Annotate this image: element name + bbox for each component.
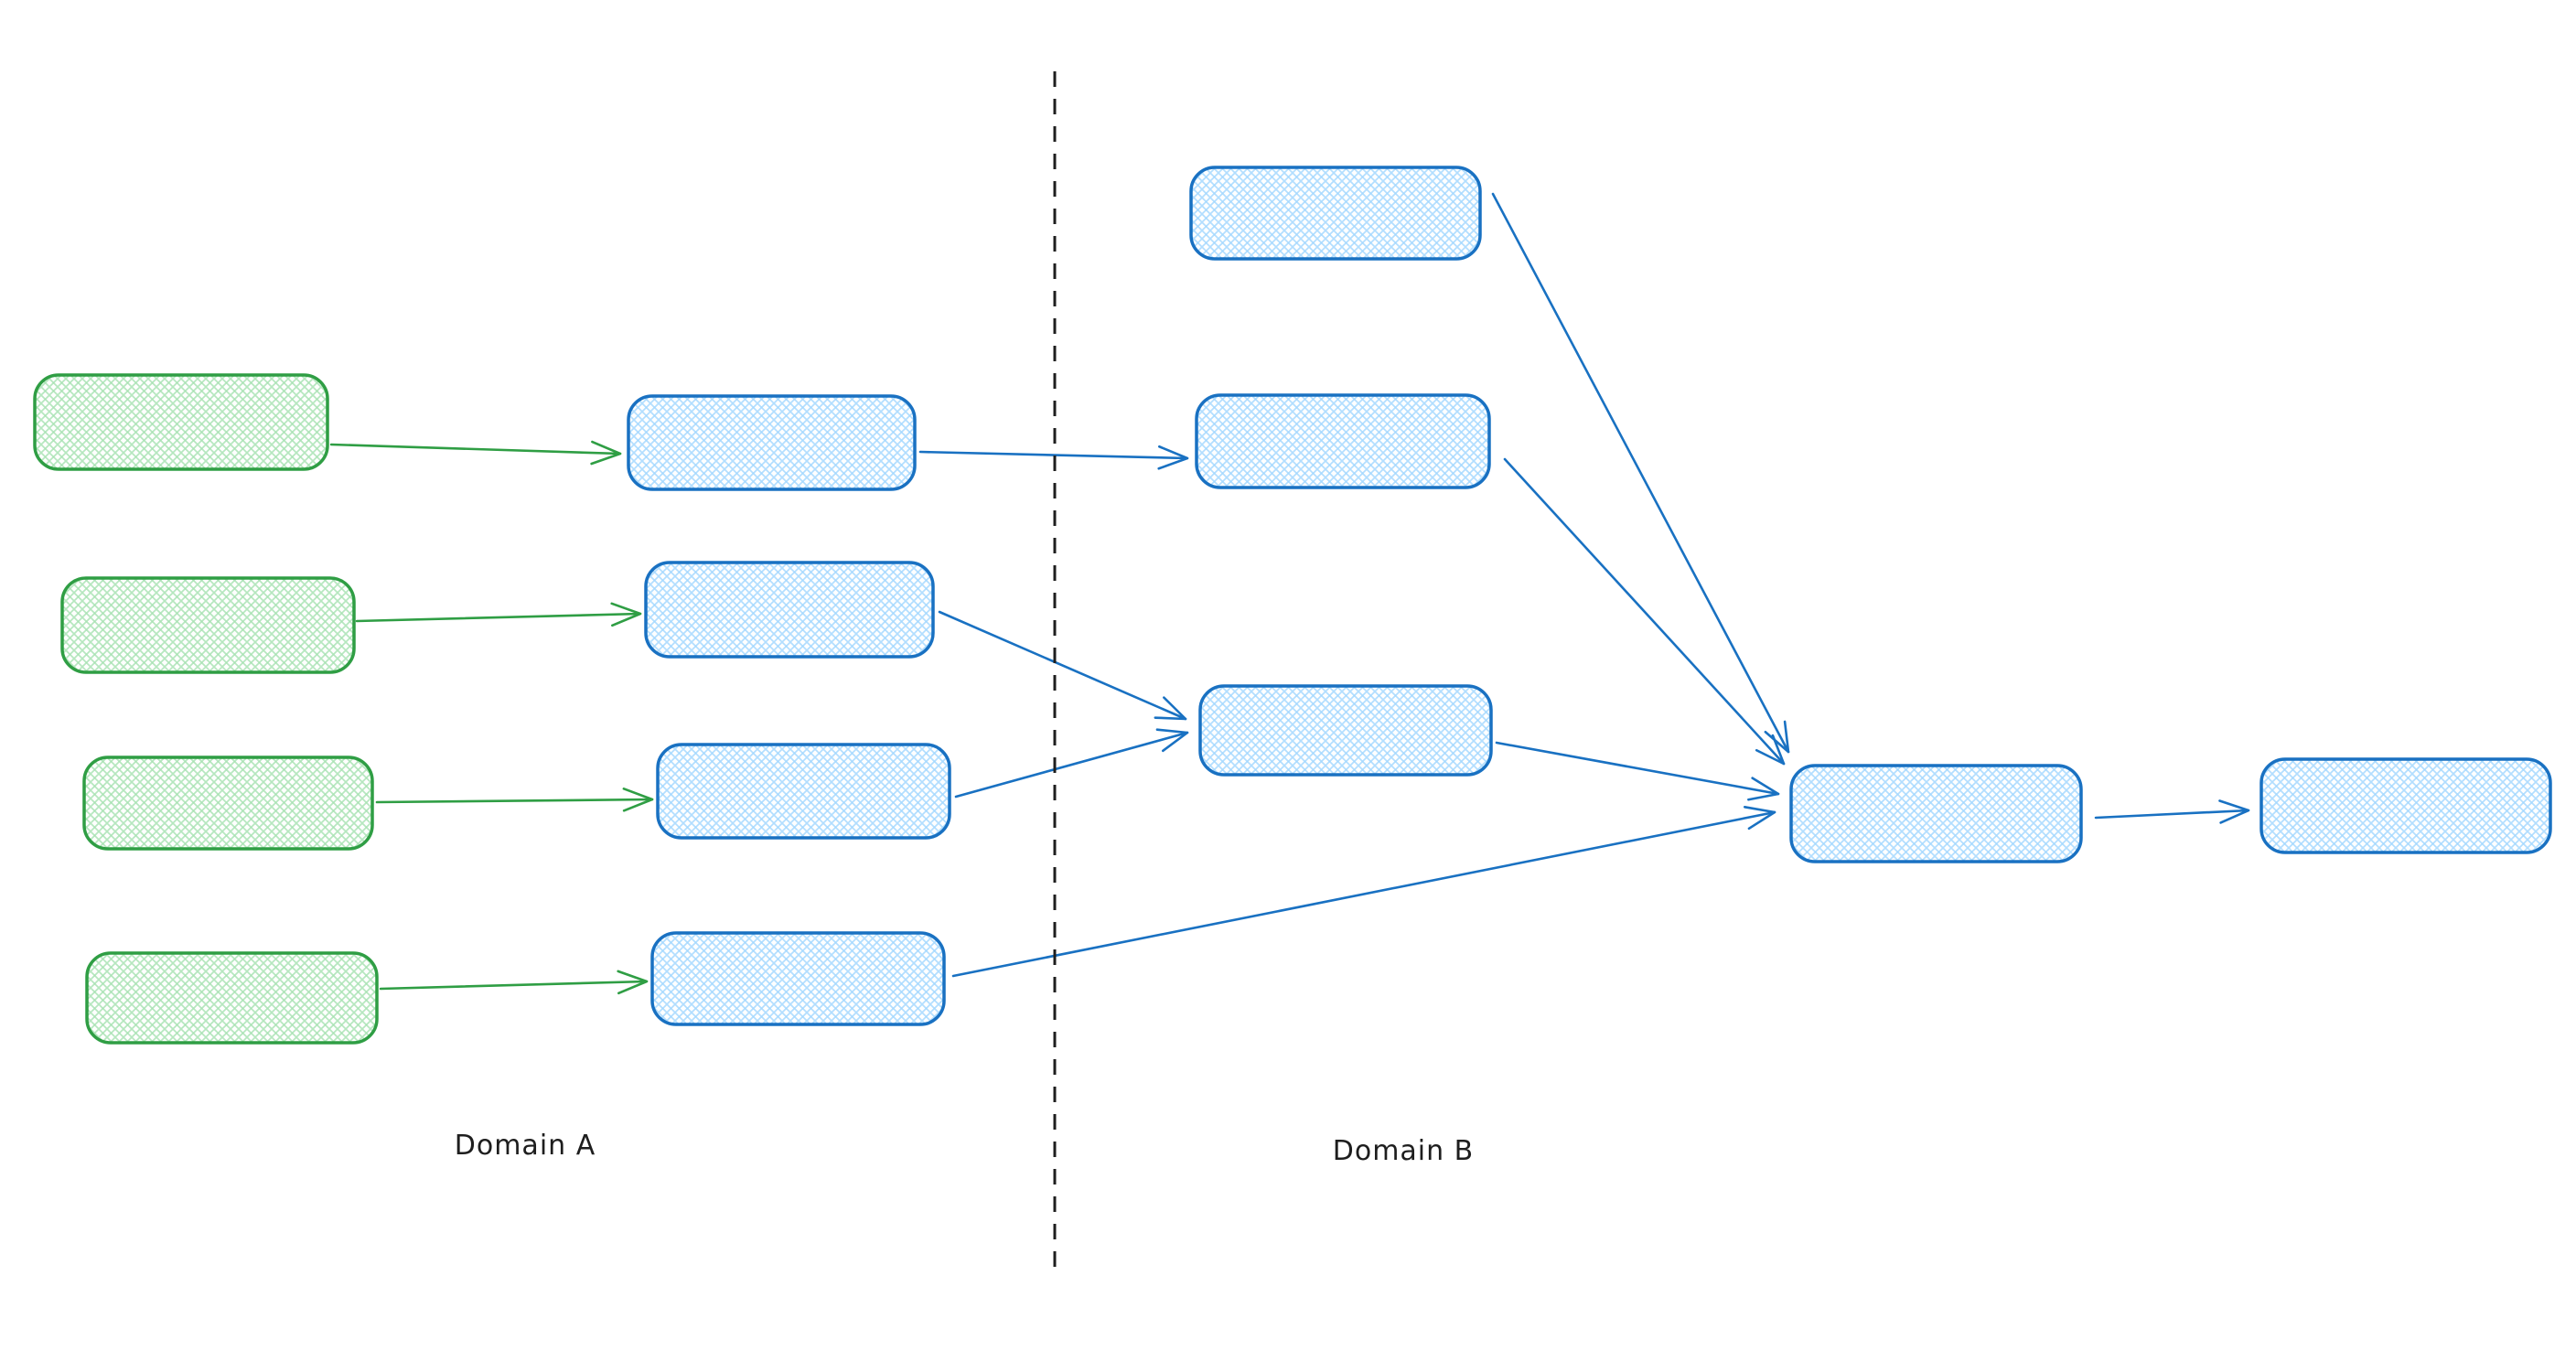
edge-input4-to-node4 [379, 970, 649, 995]
domain-b-hub [1789, 764, 2083, 863]
edges-layer [329, 192, 2250, 995]
domain-a-input-3 [82, 756, 374, 851]
edge-b2-to-hub [1503, 457, 1786, 766]
domain-a-input-2 [60, 576, 356, 674]
edge-b3-to-hub [1495, 741, 1780, 801]
domain-a-node-2 [644, 561, 935, 659]
domain-b-node-1 [1189, 166, 1482, 261]
edge-input2-to-node2 [355, 602, 642, 627]
domain-a-node-4 [650, 931, 946, 1026]
domain-a-node-1 [627, 394, 917, 491]
edge-input1-to-node1 [329, 440, 622, 466]
edge-hub-to-output [2094, 799, 2250, 824]
domain-b-node-3 [1198, 684, 1493, 777]
domain-b-output [2259, 757, 2552, 854]
edge-b1-to-hub [1491, 192, 1790, 754]
edge-a1-to-b2 [918, 445, 1189, 470]
domain-a-label: Domain A [455, 1130, 596, 1162]
domain-a-node-3 [656, 743, 951, 840]
edge-a3-to-b3 [954, 728, 1189, 799]
edge-a4-to-hub [951, 805, 1776, 978]
domain-a-input-1 [33, 373, 329, 471]
domain-b-node-2 [1195, 393, 1491, 489]
edge-input3-to-node3 [375, 788, 654, 812]
edge-a2-to-b3 [938, 610, 1187, 721]
nodes-layer [33, 166, 2552, 1045]
domain-a-input-4 [85, 951, 379, 1045]
domain-b-label: Domain B [1333, 1135, 1475, 1167]
